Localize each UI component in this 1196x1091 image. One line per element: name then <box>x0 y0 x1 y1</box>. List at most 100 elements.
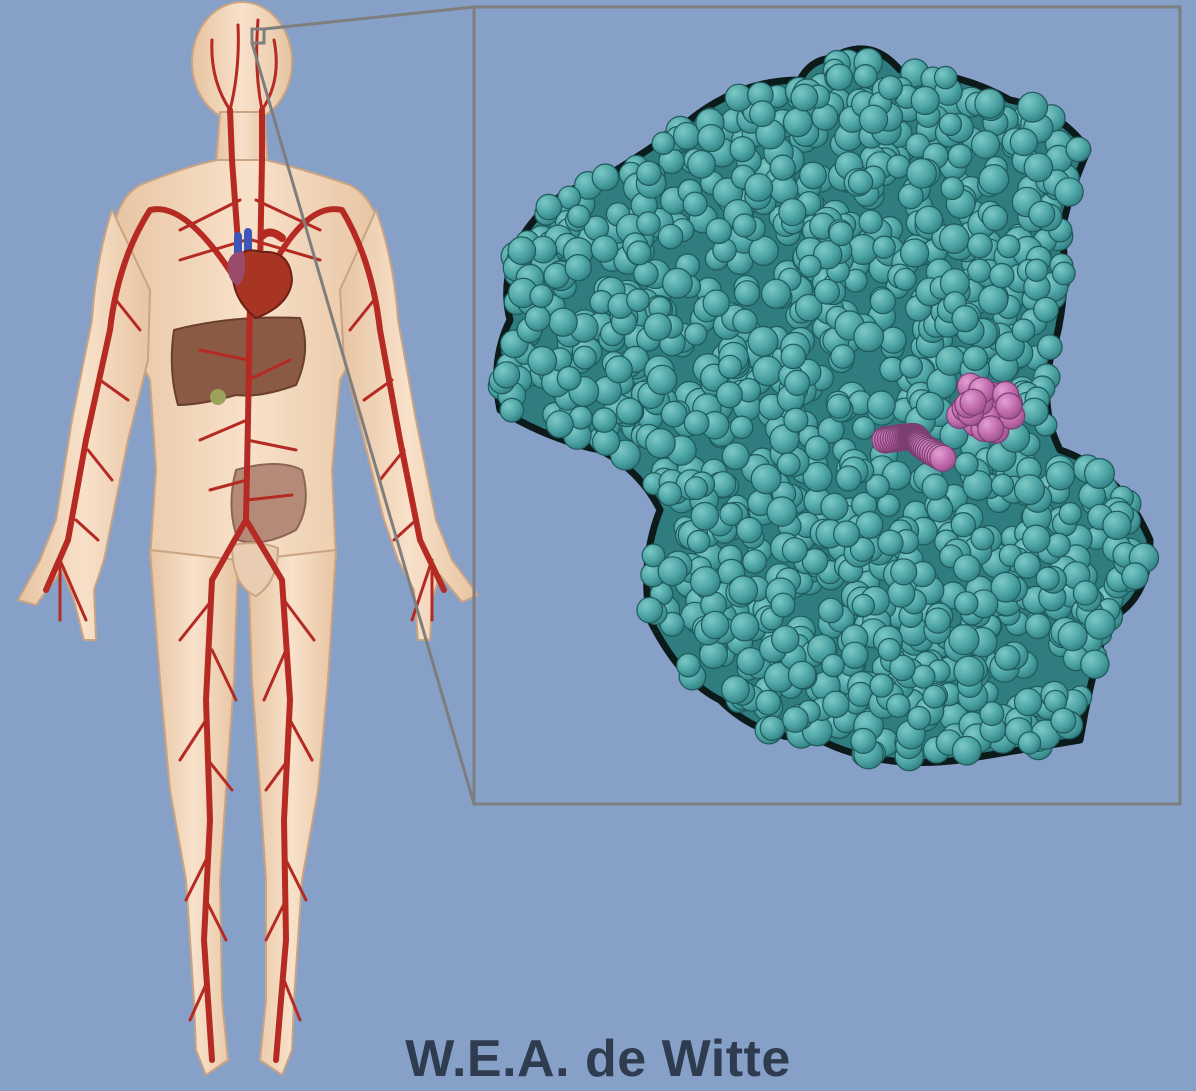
protein-atom <box>730 416 752 438</box>
protein-atom <box>1085 609 1115 639</box>
protein-atom <box>1015 475 1045 505</box>
protein-atom <box>941 177 964 200</box>
protein-atom <box>870 289 895 314</box>
protein-atom <box>948 144 972 168</box>
protein-atom <box>770 155 795 180</box>
protein-atom <box>683 192 707 216</box>
protein-atom <box>627 289 650 312</box>
author-name: W.E.A. de Witte <box>0 1028 1196 1090</box>
protein-atom <box>573 346 596 369</box>
protein-atom <box>997 235 1020 258</box>
protein-atom <box>791 84 818 111</box>
protein-atom <box>750 101 776 127</box>
protein-atom <box>684 411 709 436</box>
protein-atom <box>691 567 721 597</box>
protein-atom <box>954 656 984 686</box>
protein-atom <box>781 344 805 368</box>
protein-atom <box>568 205 590 227</box>
protein-atom <box>1073 581 1097 605</box>
protein-atom <box>972 131 1000 159</box>
protein-atom <box>834 521 860 547</box>
protein-atom <box>1015 688 1042 715</box>
protein-atom <box>935 66 957 88</box>
protein-atom <box>617 398 643 424</box>
protein-atom <box>735 281 760 306</box>
protein-atom <box>952 306 978 332</box>
protein-atom <box>637 161 661 185</box>
protein-atom <box>1051 708 1076 733</box>
protein-atom <box>646 429 675 458</box>
protein-atom <box>799 255 821 277</box>
protein-atom <box>995 645 1020 670</box>
protein-atom <box>592 164 618 190</box>
protein-atom <box>788 661 815 688</box>
protein-atom <box>1038 335 1063 360</box>
protein-atom <box>979 285 1008 314</box>
protein-structure-icon <box>488 48 1158 770</box>
protein-atom <box>1081 650 1109 678</box>
protein-atom <box>753 356 782 385</box>
protein-atom <box>954 555 981 582</box>
protein-atom <box>805 436 829 460</box>
protein-atom <box>737 517 762 542</box>
protein-atom <box>1034 297 1059 322</box>
protein-atom <box>859 210 882 233</box>
protein-atom <box>777 453 800 476</box>
protein-atom <box>880 327 906 353</box>
protein-atom <box>1122 563 1148 589</box>
protein-atom <box>784 408 808 432</box>
protein-atom <box>901 239 929 267</box>
protein-atom <box>627 241 651 265</box>
protein-atom <box>722 676 750 704</box>
protein-atom <box>953 736 982 765</box>
protein-atom <box>979 165 1009 195</box>
protein-atom <box>927 496 953 522</box>
protein-atom <box>661 401 686 426</box>
protein-atom <box>916 392 943 419</box>
protein-atom <box>767 497 796 526</box>
protein-atom <box>634 262 658 286</box>
protein-atom <box>784 108 813 137</box>
protein-atom <box>1024 153 1052 181</box>
protein-atom <box>771 593 795 617</box>
protein-atom <box>592 408 616 432</box>
protein-atom <box>745 174 773 202</box>
protein-atom <box>854 322 884 352</box>
protein-atom <box>717 382 743 408</box>
protein-atom <box>939 113 961 135</box>
protein-atom <box>644 313 671 340</box>
protein-atom <box>508 237 536 265</box>
protein-atom <box>1036 567 1059 590</box>
protein-atom <box>822 654 844 676</box>
protein-atom <box>782 538 807 563</box>
protein-atom <box>873 236 895 258</box>
protein-atom <box>719 355 742 378</box>
protein-atom <box>783 707 809 733</box>
gallbladder-icon <box>210 389 226 405</box>
protein-atom <box>658 557 687 586</box>
protein-atom <box>829 222 853 246</box>
protein-atom <box>1010 129 1037 156</box>
protein-atom <box>1012 319 1035 342</box>
protein-atom <box>733 214 756 237</box>
protein-atom <box>762 279 791 308</box>
protein-atom <box>878 639 900 661</box>
protein-atom <box>990 264 1014 288</box>
protein-atom <box>701 611 728 638</box>
protein-atom <box>530 285 553 308</box>
protein-atom <box>698 125 725 152</box>
protein-atom <box>849 170 873 194</box>
protein-atom <box>891 559 917 585</box>
protein-atom <box>706 218 731 243</box>
protein-atom <box>915 206 942 233</box>
protein-atom <box>922 474 948 500</box>
protein-atom <box>751 464 781 494</box>
protein-atom <box>703 290 729 316</box>
protein-atom <box>949 625 979 655</box>
protein-atom <box>549 308 577 336</box>
protein-atom <box>1066 137 1091 162</box>
protein-atom <box>1021 398 1048 425</box>
protein-atom <box>821 493 848 520</box>
protein-atom <box>925 608 950 633</box>
protein-atom <box>760 716 784 740</box>
